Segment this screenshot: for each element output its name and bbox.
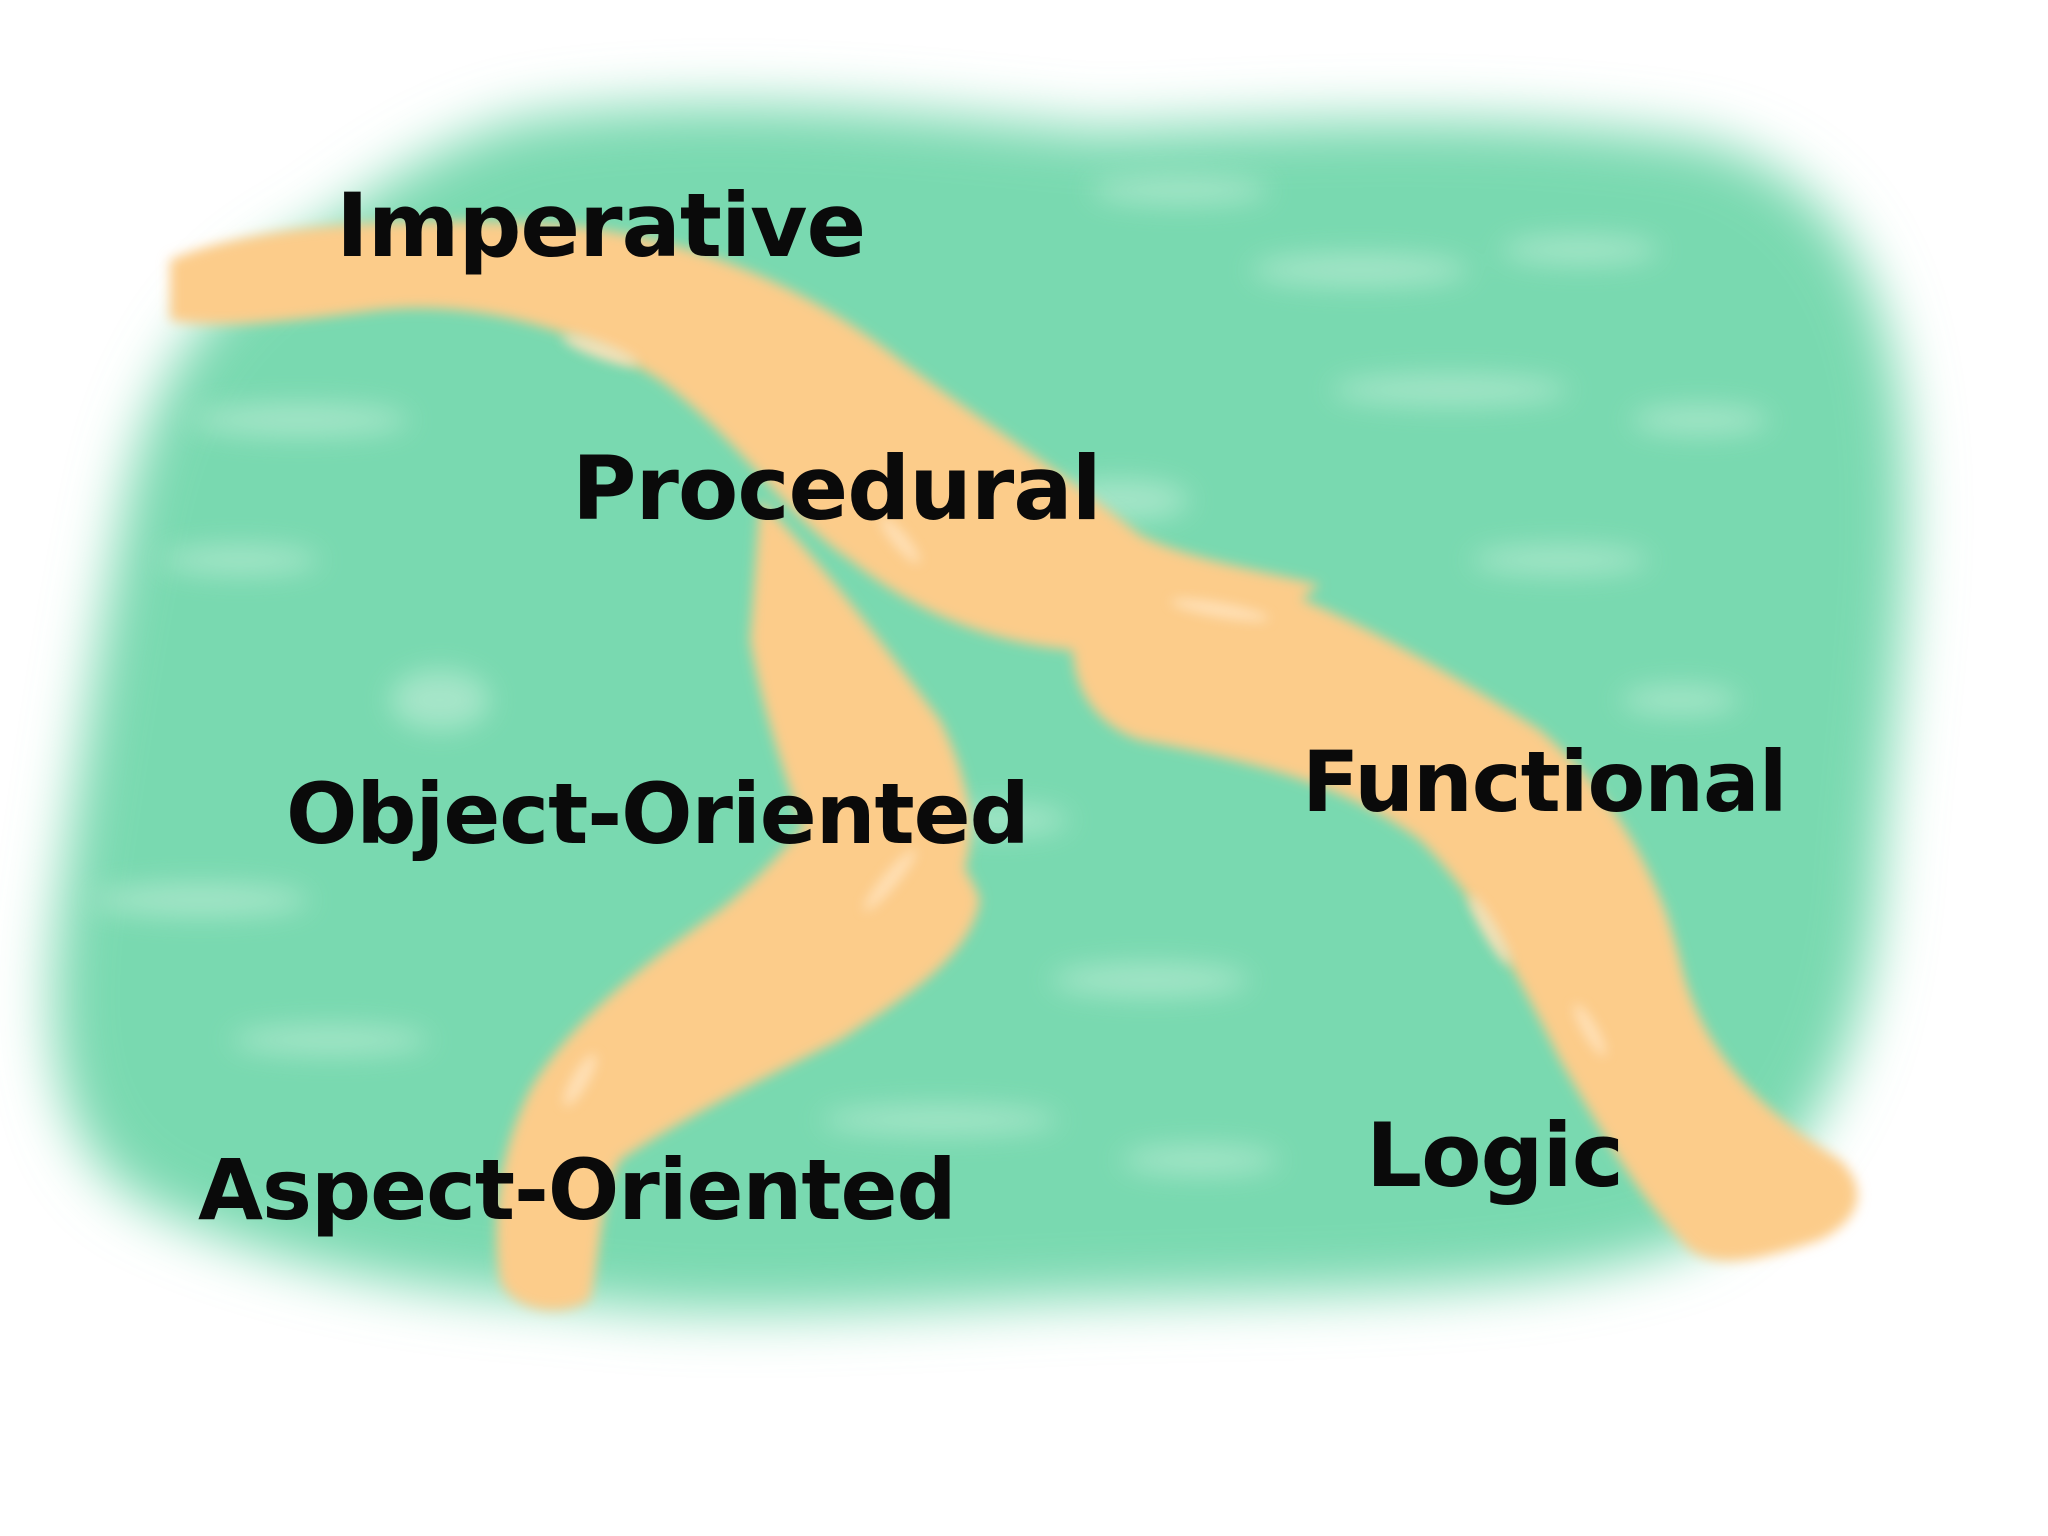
label-imperative: Imperative (336, 174, 866, 277)
label-logic: Logic (1366, 1104, 1624, 1207)
river-right-branch (1072, 540, 1858, 1261)
orange-river (170, 221, 1858, 1311)
label-functional: Functional (1302, 733, 1788, 831)
river-central-spine (750, 500, 971, 880)
river-main-branch (170, 221, 1320, 653)
river-highlights (562, 334, 1607, 1107)
river-left-branch (496, 780, 980, 1311)
label-procedural: Procedural (572, 437, 1102, 540)
green-sea-background (52, 104, 1907, 1312)
label-aspect-oriented: Aspect-Oriented (198, 1141, 957, 1239)
label-object-oriented: Object-Oriented (286, 765, 1030, 863)
